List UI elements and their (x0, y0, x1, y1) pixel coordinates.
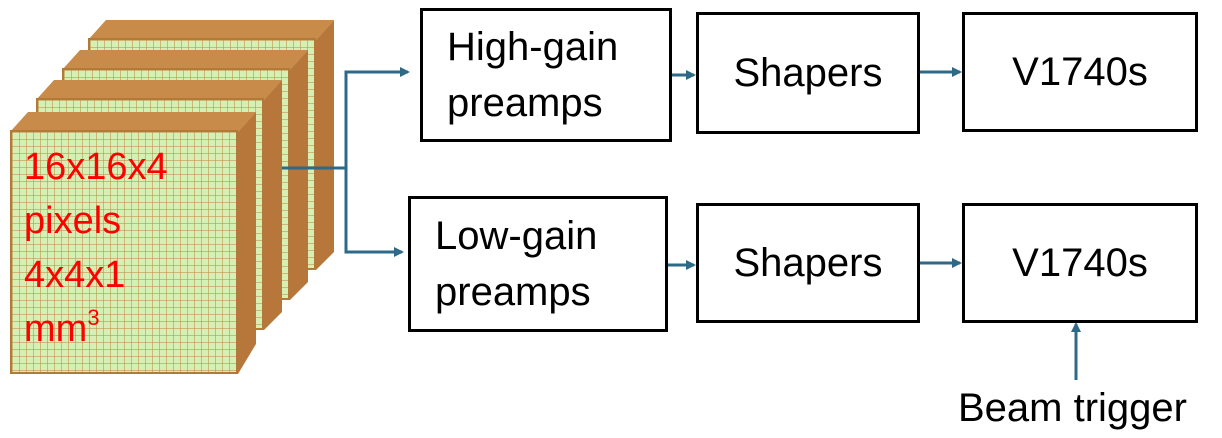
shapers-top-box: Shapers (696, 12, 920, 134)
detector-unit-superscript: 3 (87, 305, 100, 330)
detector-unit: mm (24, 308, 88, 350)
low-gain-preamps-label: Low-gain preamps (435, 214, 598, 314)
high-gain-preamps-label: High-gain preamps (447, 25, 619, 125)
v1740s-top-label: V1740s (1012, 49, 1148, 94)
shapers-bottom-label: Shapers (733, 240, 883, 285)
low-gain-preamps-box: Low-gain preamps (408, 196, 668, 332)
v1740s-top-box: V1740s (962, 12, 1198, 132)
arrow-to-high-gain-preamps (344, 67, 410, 168)
v1740s-bottom-box: V1740s (962, 203, 1198, 323)
detector-label-line-4: mm3 (24, 302, 168, 356)
shapers-bottom-box: Shapers (696, 203, 920, 323)
detector-label-line-3: 4x4x1 (24, 254, 126, 296)
detector-label-line-2: pixels (24, 200, 122, 242)
beam-trigger-label: Beam trigger (958, 386, 1187, 430)
arrow-to-low-gain-preamps (344, 168, 404, 257)
detector-layer-1 (10, 112, 256, 374)
high-gain-preamps-box: High-gain preamps (420, 8, 672, 142)
shapers-top-label: Shapers (733, 50, 883, 95)
detector-label: 16x16x4 pixels 4x4x1 mm3 (24, 140, 168, 356)
v1740s-bottom-label: V1740s (1012, 240, 1148, 285)
detector-label-line-1: 16x16x4 (24, 146, 168, 188)
